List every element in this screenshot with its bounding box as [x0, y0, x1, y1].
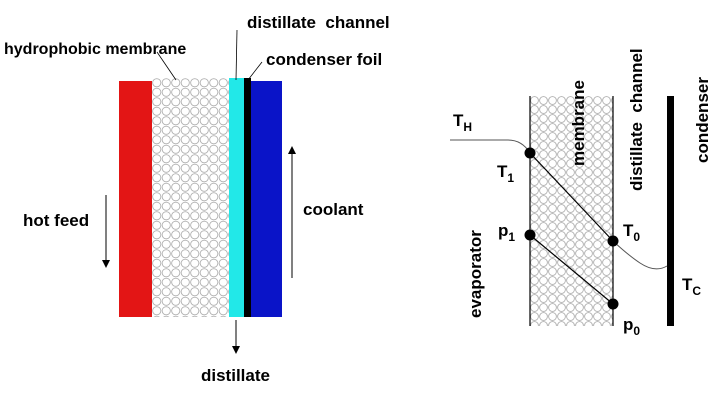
point-T0 [607, 235, 619, 247]
temperature-profile-hot-side [450, 139, 531, 154]
label-T0: T0 [623, 221, 640, 244]
leader-line-distillate-channel [235, 29, 238, 81]
label-distillate-channel: distillate channel [247, 13, 390, 32]
label-membrane: membrane [569, 80, 588, 166]
right-profile-diagram: membrane distillate channel condenser ev… [450, 48, 712, 338]
label-coolant: coolant [303, 200, 364, 219]
leader-line-membrane [156, 51, 177, 81]
point-T1 [524, 147, 536, 159]
label-condenser: condenser [693, 77, 712, 163]
label-condenser-foil: condenser foil [266, 50, 382, 69]
label-hot-feed: hot feed [23, 211, 89, 230]
distillate-channel-layer [229, 78, 244, 317]
temperature-profile-cold-side [612, 240, 668, 270]
hot-feed-channel [119, 81, 152, 317]
label-distillate-channel-vertical: distillate channel [627, 48, 646, 191]
membrane-layer [152, 78, 229, 317]
condenser-foil-layer [244, 78, 251, 317]
label-TH: TH [453, 111, 472, 134]
label-TC: TC [682, 275, 701, 298]
condenser-plate [667, 96, 674, 326]
label-T1: T1 [497, 162, 514, 185]
temperature-gradient-line [529, 152, 614, 242]
membrane-region [530, 96, 613, 326]
point-p1 [524, 229, 536, 241]
label-p1: p1 [498, 221, 515, 244]
point-p0 [607, 298, 619, 310]
coolant-channel [251, 81, 282, 317]
pressure-gradient-line [529, 234, 614, 305]
label-distillate: distillate [201, 366, 270, 385]
left-module-diagram: distillate channel hydrophobic membrane … [4, 13, 390, 385]
label-hydrophobic-membrane: hydrophobic membrane [4, 41, 186, 58]
label-evaporator: evaporator [466, 230, 485, 318]
label-p0: p0 [623, 315, 640, 338]
leader-line-condenser-foil [247, 61, 263, 81]
